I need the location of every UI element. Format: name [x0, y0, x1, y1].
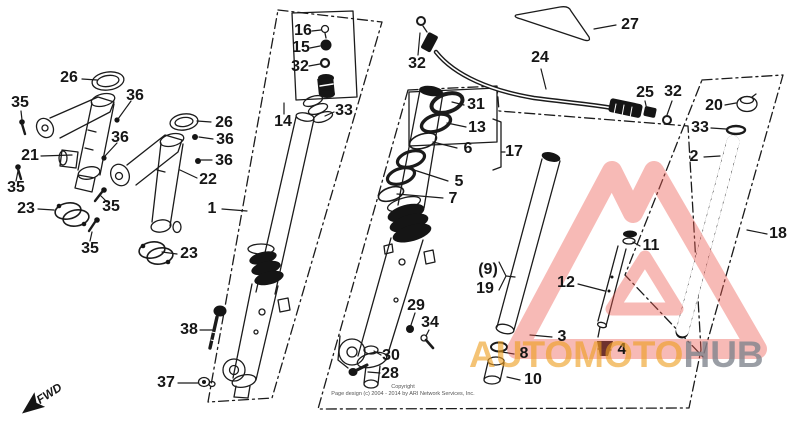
screw-35-c — [93, 187, 107, 203]
o-ring-32 — [662, 115, 672, 125]
callout-10: 10 — [524, 371, 542, 388]
callout-34: 34 — [421, 314, 439, 331]
screw-35-d — [87, 217, 100, 233]
callout-29: 29 — [407, 297, 425, 314]
damper-rod-12 — [596, 230, 637, 356]
fwd-arrow: FWD — [21, 380, 65, 414]
callout-20: 20 — [705, 97, 723, 114]
automotohub-logo-icon — [507, 161, 767, 359]
panel-outlines — [207, 9, 784, 410]
copyright-line2: Page design (c) 2004 - 2014 by ARI Netwo… — [331, 390, 475, 397]
o-ring-33 — [725, 124, 747, 136]
top-bridge-right — [109, 113, 199, 234]
callout-22: 22 — [199, 171, 217, 188]
bolt-37 — [197, 376, 216, 388]
bolt-28 — [348, 363, 369, 376]
callout-35: 35 — [11, 94, 29, 111]
cup-10 — [483, 356, 505, 385]
fork-cap-20 — [736, 93, 758, 113]
cone-4 — [597, 341, 613, 356]
callout-37: 37 — [157, 374, 175, 391]
callout-16: 16 — [294, 22, 312, 39]
plate-27 — [514, 6, 591, 42]
callout-11: 11 — [642, 237, 660, 254]
callout-31: 31 — [467, 96, 485, 113]
callout-5: 5 — [454, 173, 464, 190]
screw-34 — [420, 334, 435, 350]
callout-32: 32 — [664, 83, 682, 100]
fwd-arrowhead-icon — [21, 392, 46, 414]
watermark-brand-orange: AUTOMOTO — [469, 334, 684, 375]
callout-35: 35 — [102, 198, 120, 215]
callout-24: 24 — [531, 49, 549, 66]
callout-33: 33 — [335, 102, 353, 119]
callout-6: 6 — [463, 140, 473, 157]
holder-23-a — [54, 202, 90, 227]
callout-8: 8 — [519, 345, 529, 362]
callout-30: 30 — [382, 347, 400, 364]
callout-35: 35 — [81, 240, 99, 257]
callout-13: 13 — [468, 119, 486, 136]
inner-tube-19 — [483, 152, 561, 385]
callout-(9): (9) — [478, 261, 498, 278]
callout-27: 27 — [621, 16, 639, 33]
callout-18: 18 — [769, 225, 787, 242]
callout-12: 12 — [557, 274, 575, 291]
callout-36: 36 — [111, 129, 129, 146]
callout-26: 26 — [60, 69, 78, 86]
callout-28: 28 — [381, 365, 399, 382]
callout-17: 17 — [505, 143, 523, 160]
callout-21: 21 — [21, 147, 39, 164]
callout-38: 38 — [180, 321, 198, 338]
fork-spring-2 — [675, 135, 740, 339]
cable-24 — [416, 16, 672, 125]
washer-30 — [363, 345, 379, 355]
watermark-brand: AUTOMOTOHUB — [469, 336, 764, 373]
center-fork-leg — [337, 85, 444, 389]
callout-23: 23 — [17, 200, 35, 217]
washer-8 — [490, 341, 508, 353]
callout-33: 33 — [691, 119, 709, 136]
callout-15: 15 — [292, 39, 310, 56]
callout-7: 7 — [448, 190, 458, 207]
callout-3: 3 — [557, 328, 567, 345]
callout-32: 32 — [291, 58, 309, 75]
top-bridge-left — [35, 71, 125, 193]
callout-35: 35 — [7, 179, 25, 196]
callout-14: 14 — [274, 113, 292, 130]
copyright-note: Copyright Page design (c) 2004 - 2014 by… — [318, 384, 488, 397]
callout-19: 19 — [476, 280, 494, 297]
watermark-brand-gray: HUB — [683, 334, 764, 375]
callout-2: 2 — [689, 148, 699, 165]
fwd-label: FWD — [34, 380, 65, 407]
screw-35-a — [19, 119, 27, 136]
screw-35-b — [15, 164, 23, 181]
callout-1: 1 — [207, 200, 217, 217]
copyright-line1: Copyright — [391, 384, 415, 390]
fasteners-left — [15, 117, 227, 388]
callout-36: 36 — [126, 87, 144, 104]
callout-36: 36 — [215, 152, 233, 169]
callout-26: 26 — [215, 114, 233, 131]
left-fork-leg — [222, 112, 315, 399]
top-parts-box — [291, 10, 358, 124]
callout-23: 23 — [180, 245, 198, 262]
leader-lines — [15, 24, 768, 384]
callout-32: 32 — [408, 55, 426, 72]
callout-36: 36 — [216, 131, 234, 148]
callout-25: 25 — [636, 84, 654, 101]
callout-4: 4 — [617, 341, 627, 358]
bolt-38 — [208, 305, 227, 350]
